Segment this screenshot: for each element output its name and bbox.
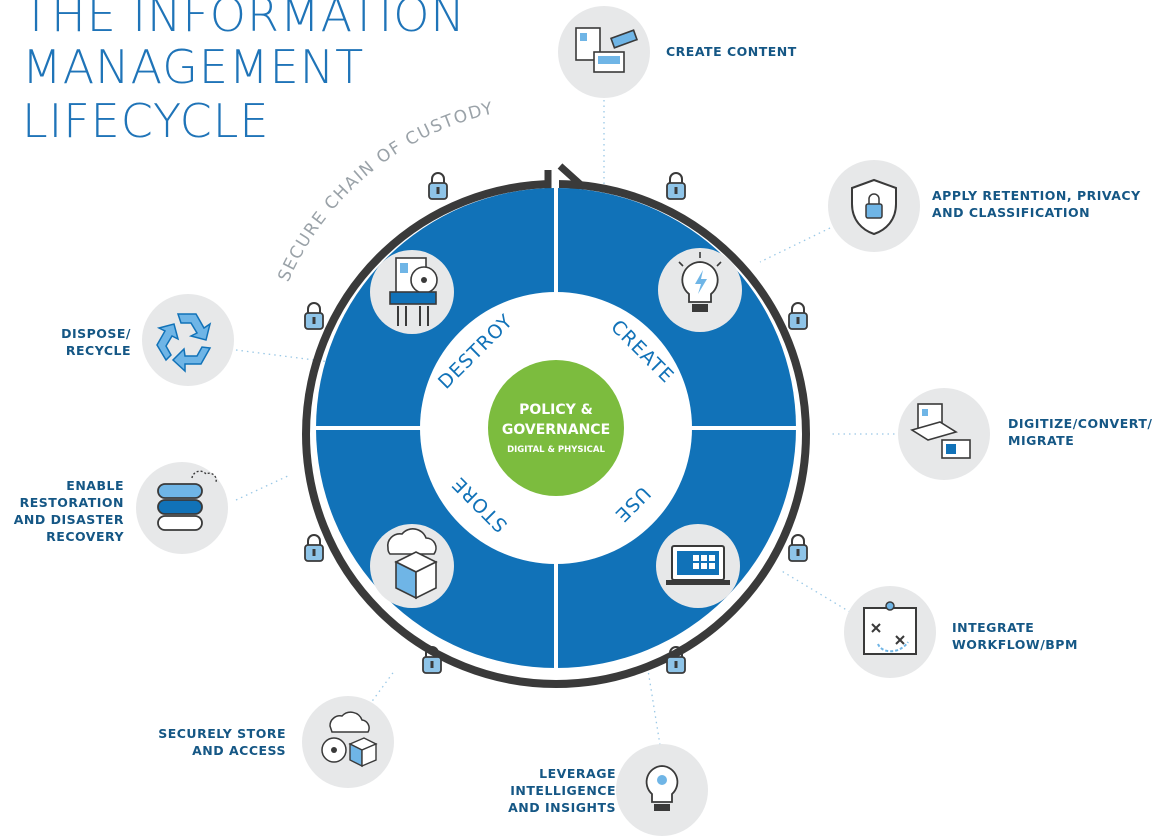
lock-icon <box>304 302 324 330</box>
digitize-circle <box>898 388 990 480</box>
recycle-circle <box>142 294 234 386</box>
create-content-circle <box>558 6 650 98</box>
database-circle <box>136 462 228 554</box>
label-securely-store: SECURELY STORE AND ACCESS <box>158 726 286 758</box>
center-line-3: DIGITAL & PHYSICAL <box>507 445 605 455</box>
label-dispose: DISPOSE/ RECYCLE <box>61 326 131 358</box>
title-line-2: MANAGEMENT <box>22 40 365 94</box>
insights-circle <box>616 744 708 836</box>
workflow-circle <box>844 586 936 678</box>
cloud-box-icon <box>370 524 454 608</box>
label-restoration: ENABLE RESTORATION AND DISASTER RECOVERY <box>13 478 124 544</box>
store-access-circle <box>302 696 394 788</box>
lock-icon <box>428 172 448 200</box>
lock-icon <box>304 534 324 562</box>
lock-icon <box>422 646 442 674</box>
lock-icons <box>304 172 808 674</box>
laptop-icon <box>656 524 740 608</box>
title-line-1: THE INFORMATION <box>22 0 466 42</box>
label-digitize: DIGITIZE/CONVERT/ MIGRATE <box>1008 416 1153 448</box>
lock-icon <box>788 534 808 562</box>
ring-gap <box>549 174 559 194</box>
destroy-icon <box>370 250 454 334</box>
title-line-3: LIFECYCLE <box>22 94 270 148</box>
label-apply-retention: APPLY RETENTION, PRIVACY AND CLASSIFICAT… <box>932 188 1141 220</box>
label-create-content: CREATE CONTENT <box>666 44 797 59</box>
lock-icon <box>666 172 686 200</box>
center-line-1: POLICY & <box>519 402 593 418</box>
connector-lines <box>235 100 900 746</box>
center-line-2: GOVERNANCE <box>502 422 610 438</box>
policy-governance-circle <box>488 360 624 496</box>
label-integrate: INTEGRATE WORKFLOW/BPM <box>952 620 1078 652</box>
shield-lock-circle <box>828 160 920 252</box>
lock-icon <box>666 646 686 674</box>
lightbulb-icon <box>658 248 742 332</box>
label-leverage: LEVERAGE INTELLIGENCE AND INSIGHTS <box>508 766 616 815</box>
lock-icon <box>788 302 808 330</box>
